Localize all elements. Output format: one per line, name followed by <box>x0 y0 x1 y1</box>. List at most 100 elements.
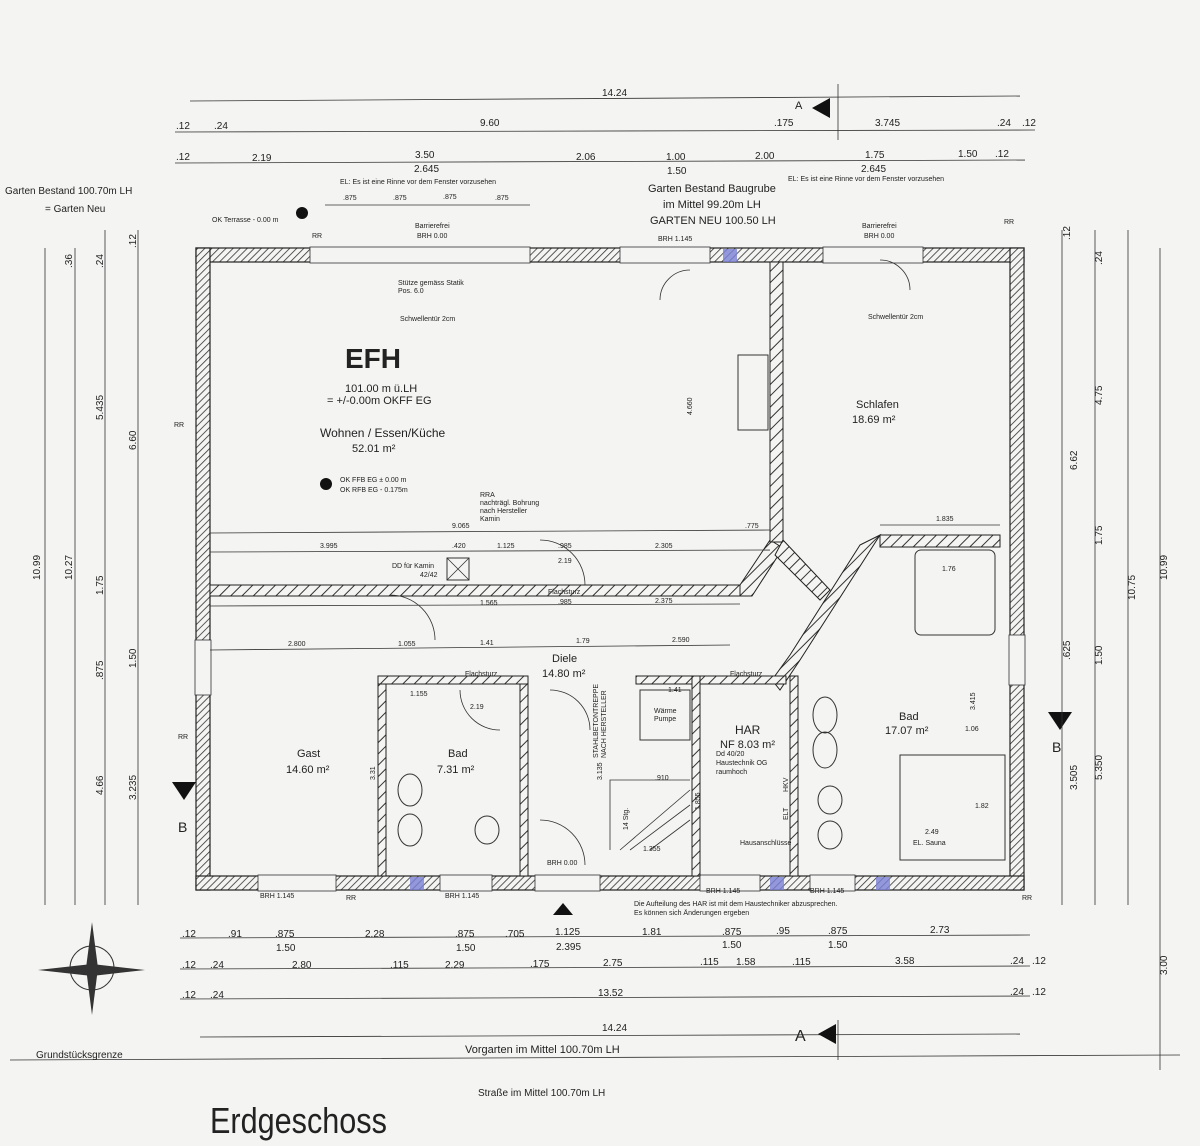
washbasin-icon <box>397 773 423 807</box>
svg-text:.12: .12 <box>182 929 196 940</box>
svg-text:.875: .875 <box>443 194 457 201</box>
svg-text:3.505: 3.505 <box>1069 765 1080 790</box>
svg-text:.985: .985 <box>558 543 572 550</box>
garden-level-label: Garten Bestand 100.70m LH <box>5 186 132 197</box>
svg-text:RR: RR <box>174 422 184 429</box>
svg-text:EL: Es ist eine Rinne vor dem: EL: Es ist eine Rinne vor dem Fenster vo… <box>340 179 496 186</box>
svg-text:.36: .36 <box>64 254 75 268</box>
svg-text:1.75: 1.75 <box>95 575 106 595</box>
room-name: Diele <box>552 653 577 665</box>
svg-text:Hausanschlüsse: Hausanschlüsse <box>740 840 791 847</box>
svg-text:RRA: RRA <box>480 492 495 499</box>
svg-text:Pumpe: Pumpe <box>654 716 676 723</box>
section-label-b-right: B <box>1052 739 1061 755</box>
okff-label: = +/-0.00m OKFF EG <box>327 395 432 407</box>
svg-text:.12: .12 <box>182 990 196 1001</box>
svg-text:9.065: 9.065 <box>452 523 470 530</box>
svg-text:1.50: 1.50 <box>722 940 742 951</box>
svg-text:.875: .875 <box>495 195 509 202</box>
level-marker-icon <box>296 207 308 219</box>
svg-text:DD für Kamin: DD für Kamin <box>392 563 434 570</box>
svg-text:2.06: 2.06 <box>576 152 596 163</box>
inner-dimension-lines <box>209 524 1000 651</box>
svg-text:5.350: 5.350 <box>1094 755 1105 780</box>
room-name: Gast <box>297 748 320 760</box>
svg-text:3.745: 3.745 <box>875 118 900 129</box>
svg-text:1.125: 1.125 <box>555 927 580 938</box>
svg-text:1.76: 1.76 <box>942 566 956 573</box>
svg-text:1.835: 1.835 <box>936 516 954 523</box>
svg-text:.115: .115 <box>390 960 409 971</box>
svg-text:3.415: 3.415 <box>970 692 977 710</box>
svg-text:.12: .12 <box>128 234 139 248</box>
svg-text:2.19: 2.19 <box>470 704 484 711</box>
building-label: EFH <box>345 343 401 374</box>
svg-text:2.73: 2.73 <box>930 925 950 936</box>
section-arrow-b-left <box>172 782 196 800</box>
svg-text:3.50: 3.50 <box>415 150 435 161</box>
property-boundary-label: Grundstücksgrenze <box>36 1050 123 1061</box>
svg-text:EL. Sauna: EL. Sauna <box>913 840 946 847</box>
svg-text:RR: RR <box>346 895 356 902</box>
section-label-b-left: B <box>178 819 187 835</box>
svg-text:nach Hersteller: nach Hersteller <box>480 508 528 515</box>
garden-new-label: = Garten Neu <box>45 204 105 215</box>
svg-text:BRH 1.145: BRH 1.145 <box>706 888 740 895</box>
svg-text:Flachsturz: Flachsturz <box>465 671 498 678</box>
svg-text:.115: .115 <box>700 957 719 968</box>
outer-walls <box>194 246 1026 892</box>
dimension-lines-right: 10.99 10.75 6.62 4.75 1.75 .625 1.50 5.3… <box>1061 226 1170 1070</box>
svg-text:.24: .24 <box>997 118 1011 129</box>
svg-text:.910: .910 <box>655 775 669 782</box>
svg-text:.875: .875 <box>722 927 742 938</box>
svg-text:.12: .12 <box>995 149 1009 160</box>
kitchen-sink-icon <box>737 354 769 431</box>
room-area: NF 8.03 m² <box>720 739 775 751</box>
svg-text:10.27: 10.27 <box>64 555 75 580</box>
floor-title: Erdgeschoss <box>210 1100 387 1141</box>
svg-text:3.235: 3.235 <box>128 775 139 800</box>
section-arrow-a-bottom <box>818 1024 836 1044</box>
svg-text:Schwellentür 2cm: Schwellentür 2cm <box>868 314 923 321</box>
svg-text:2.590: 2.590 <box>672 637 690 644</box>
svg-text:6.60: 6.60 <box>128 430 139 450</box>
svg-text:1.41: 1.41 <box>480 640 494 647</box>
svg-text:2.305: 2.305 <box>655 543 673 550</box>
svg-text:BRH 1.145: BRH 1.145 <box>658 236 692 243</box>
dim-overall-top: 14.24 <box>602 88 627 99</box>
svg-text:.24: .24 <box>210 990 224 1001</box>
room-name: Wohnen / Essen/Küche <box>320 426 446 440</box>
svg-text:1.355: 1.355 <box>643 846 661 853</box>
svg-text:2.29: 2.29 <box>445 960 465 971</box>
svg-text:BRH 1.145: BRH 1.145 <box>260 893 294 900</box>
svg-text:.12: .12 <box>176 121 190 132</box>
sauna-icon <box>899 754 1006 861</box>
baugrube-level: im Mittel 99.20m LH <box>663 199 761 211</box>
svg-text:4.66: 4.66 <box>95 775 106 795</box>
svg-text:.875: .875 <box>828 926 848 937</box>
svg-text:RR: RR <box>178 734 188 741</box>
svg-text:Stütze gemäss Statik: Stütze gemäss Statik <box>398 280 464 287</box>
svg-text:.24: .24 <box>1094 251 1105 265</box>
svg-text:BRH 1.145: BRH 1.145 <box>810 888 844 895</box>
staircase-icon <box>609 779 691 851</box>
svg-text:HKV: HKV <box>783 777 790 792</box>
svg-text:Barrierefrei: Barrierefrei <box>862 223 897 230</box>
svg-text:.875: .875 <box>95 660 106 680</box>
svg-text:.24: .24 <box>1010 987 1024 998</box>
svg-text:.12: .12 <box>1032 987 1046 998</box>
svg-text:2.800: 2.800 <box>288 641 306 648</box>
svg-text:2.28: 2.28 <box>365 929 385 940</box>
section-label-a-bottom: A <box>795 1028 806 1045</box>
svg-text:4.75: 4.75 <box>1094 385 1105 405</box>
svg-text:3.135: 3.135 <box>597 762 604 780</box>
svg-text:10.99: 10.99 <box>32 555 43 580</box>
compass-rose-icon <box>38 922 145 1015</box>
svg-text:.875: .875 <box>393 195 407 202</box>
heat-pump-icon <box>639 689 691 741</box>
svg-text:1.50: 1.50 <box>276 943 296 954</box>
